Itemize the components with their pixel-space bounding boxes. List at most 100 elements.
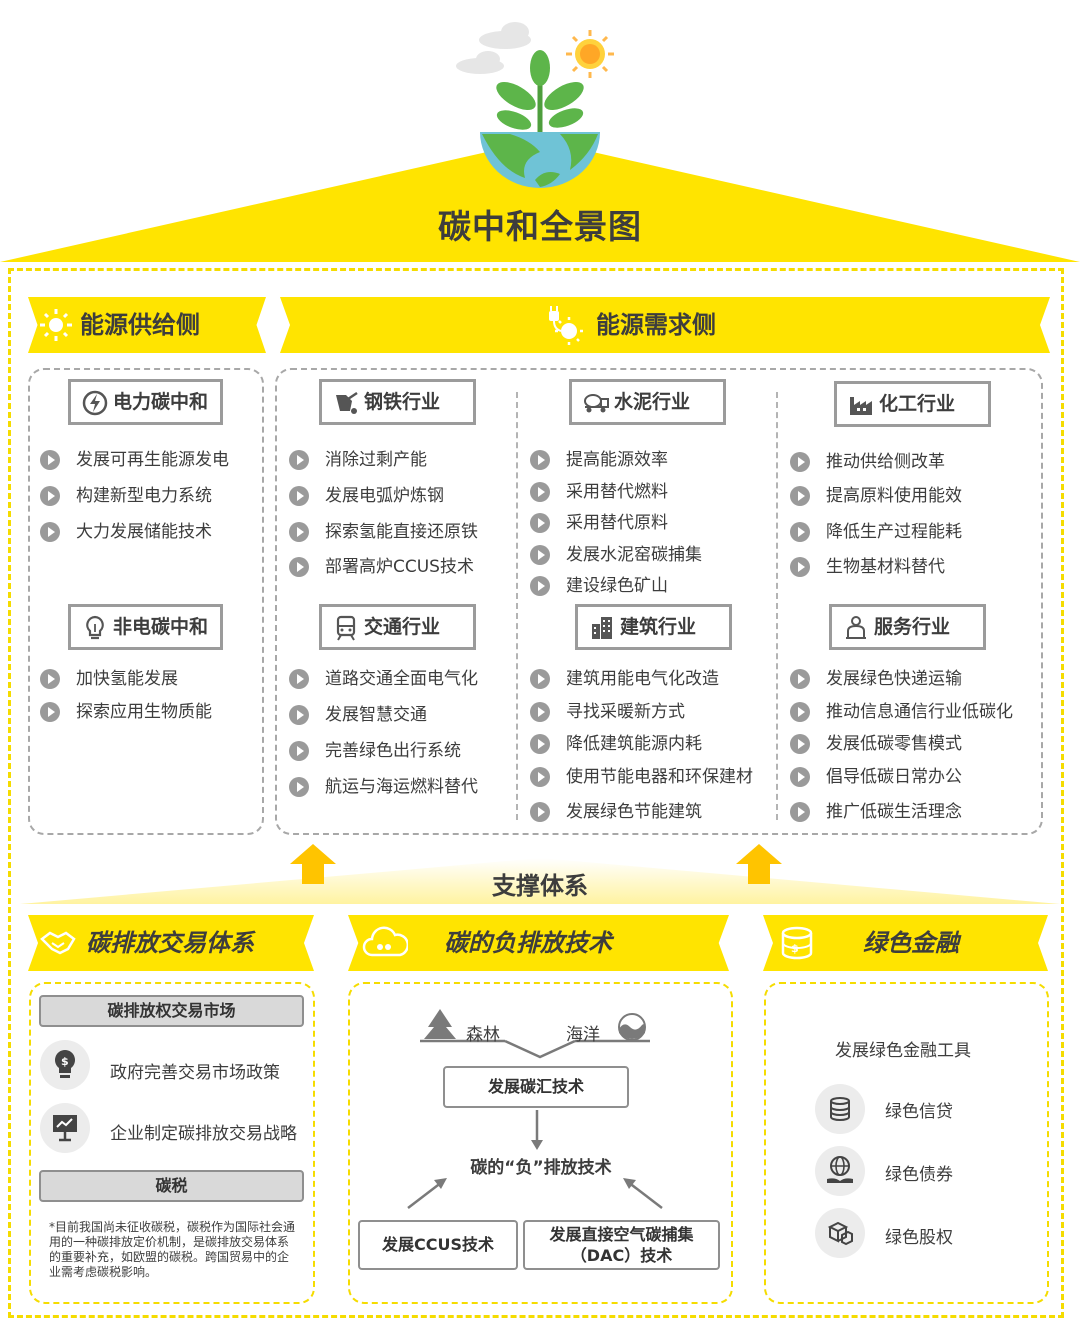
- market-item: 企业制定碳排放交易战略: [110, 1124, 297, 1144]
- bulb-icon: [86, 615, 104, 640]
- section-non-electric-title: 非电碳中和: [113, 616, 209, 638]
- play-bullet-icon: [790, 802, 810, 822]
- globe-hand-icon: [815, 1146, 865, 1196]
- handshake-icon: [40, 931, 76, 955]
- play-bullet-icon: [790, 669, 810, 689]
- train-icon: [336, 615, 356, 641]
- section-steel-title: 钢铁行业: [364, 391, 441, 413]
- finance-item: 绿色信贷: [885, 1102, 953, 1122]
- finance-panel: [764, 982, 1049, 1304]
- factory-icon: [850, 397, 872, 415]
- play-bullet-icon: [289, 777, 309, 797]
- cloud-co2-icon: [362, 926, 408, 957]
- play-bullet-icon: [289, 669, 309, 689]
- play-bullet-icon: [790, 767, 810, 787]
- play-bullet-icon: [530, 450, 550, 470]
- trading-banner: 碳排放交易体系: [28, 915, 314, 971]
- negative-center-label: 碳的“负”排放技术: [470, 1158, 612, 1178]
- negative-banner: 碳的负排放技术: [348, 915, 729, 971]
- finance-item: 绿色债券: [885, 1165, 953, 1185]
- play-bullet-icon: [530, 513, 550, 533]
- play-bullet-icon: [790, 486, 810, 506]
- demand-banner-title: 能源需求侧: [596, 311, 716, 339]
- demand-panel: [275, 368, 1043, 835]
- play-bullet-icon: [289, 450, 309, 470]
- tax-note: *目前我国尚未征收碳税，碳税作为国际社会通用的一种碳排放定价机制，是碳排放交易体…: [49, 1220, 296, 1279]
- lightning-icon: [82, 390, 108, 416]
- section-chemical: 化工行业: [834, 381, 991, 427]
- presentation-board-icon: [40, 1103, 90, 1153]
- section-transport: 交通行业: [319, 604, 476, 650]
- section-steel: 钢铁行业: [319, 379, 476, 425]
- play-bullet-icon: [40, 450, 60, 470]
- play-bullet-icon: [289, 522, 309, 542]
- supply-banner-title: 能源供给侧: [80, 311, 200, 339]
- sink-tech-box: 发展碳汇技术: [443, 1066, 629, 1108]
- building-icon: [592, 617, 612, 639]
- support-band: [20, 844, 1060, 904]
- play-bullet-icon: [790, 734, 810, 754]
- flow-arrows: [407, 1110, 663, 1209]
- play-bullet-icon: [530, 576, 550, 596]
- page-title: 碳中和全景图: [438, 207, 642, 246]
- sun-icon: [40, 309, 72, 341]
- ccus-box: 发展CCUS技术: [358, 1220, 518, 1270]
- support-title: 支撑体系: [492, 872, 588, 900]
- section-construction: 建筑行业: [575, 604, 732, 650]
- negative-panel: [348, 982, 733, 1304]
- finance-banner-title: 绿色金融: [863, 929, 959, 957]
- supply-banner: 能源供给侧: [28, 297, 266, 353]
- play-bullet-icon: [289, 557, 309, 577]
- section-cement: 水泥行业: [569, 379, 726, 425]
- tax-label: 碳税: [39, 1170, 304, 1202]
- sun-icon: [566, 30, 614, 78]
- section-service-title: 服务行业: [874, 616, 951, 638]
- dac-line1: 发展直接空气碳捕集: [549, 1225, 694, 1244]
- trading-banner-title: 碳排放交易体系: [86, 929, 254, 957]
- play-bullet-icon: [530, 482, 550, 502]
- ladle-icon: [336, 391, 358, 414]
- trading-panel: [29, 982, 315, 1304]
- market-item: 政府完善交易市场政策: [110, 1063, 280, 1083]
- svg-text:$: $: [791, 942, 799, 955]
- dac-line2: （DAC）技术: [570, 1246, 673, 1265]
- forest-label: 森林: [466, 1025, 500, 1045]
- section-chemical-title: 化工行业: [879, 393, 956, 415]
- coins-icon: [815, 1084, 865, 1134]
- play-bullet-icon: [790, 452, 810, 472]
- mixer-truck-icon: [584, 394, 609, 413]
- play-bullet-icon: [289, 705, 309, 725]
- play-bullet-icon: [40, 486, 60, 506]
- cubes-icon: [815, 1208, 865, 1258]
- ocean-label: 海洋: [566, 1025, 600, 1045]
- section-cement-title: 水泥行业: [614, 391, 691, 413]
- demand-banner: 能源需求侧: [280, 297, 1050, 353]
- play-bullet-icon: [289, 741, 309, 761]
- play-bullet-icon: [530, 734, 550, 754]
- finance-subtitle: 发展绿色金融工具: [835, 1041, 971, 1061]
- supply-panel: [28, 368, 264, 835]
- play-bullet-icon: [790, 702, 810, 722]
- up-arrow-icon: [736, 844, 782, 884]
- up-arrow-icon: [290, 844, 336, 884]
- cloud-icon: [456, 22, 531, 74]
- finance-item: 绿色股权: [885, 1228, 953, 1248]
- outer-frame: [8, 268, 1064, 1318]
- play-bullet-icon: [40, 702, 60, 722]
- play-bullet-icon: [530, 702, 550, 722]
- section-service: 服务行业: [829, 604, 986, 650]
- play-bullet-icon: [40, 669, 60, 689]
- finance-banner: $ 绿色金融: [763, 915, 1048, 971]
- play-bullet-icon: [530, 545, 550, 565]
- play-bullet-icon: [530, 802, 550, 822]
- section-non-electric: 非电碳中和: [68, 604, 223, 650]
- play-bullet-icon: [40, 522, 60, 542]
- negative-banner-title: 碳的负排放技术: [444, 929, 612, 957]
- money-stack-icon: $: [781, 926, 813, 960]
- column-divider: [516, 392, 518, 820]
- wave-icon: [618, 1013, 646, 1041]
- column-divider: [776, 392, 778, 820]
- section-transport-title: 交通行业: [364, 616, 441, 638]
- play-bullet-icon: [790, 522, 810, 542]
- earth-plant-icon: [480, 50, 600, 188]
